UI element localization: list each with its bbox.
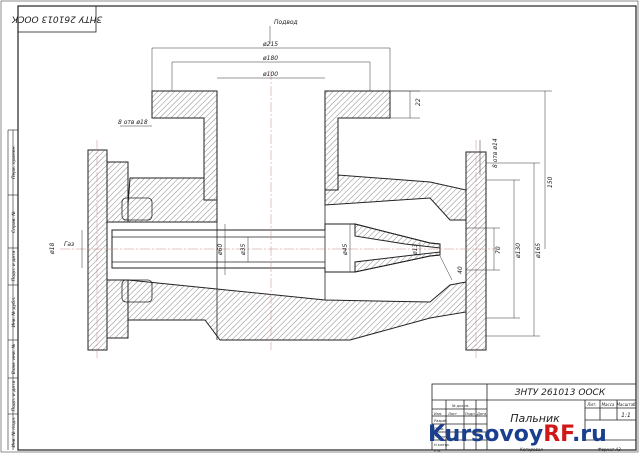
nozzle-cone-bottom <box>354 251 441 273</box>
row-label-1: Изм. <box>434 412 442 416</box>
copied-label: Копировал <box>520 447 543 452</box>
dimension-lines <box>81 26 552 337</box>
left-flange <box>87 149 108 351</box>
strip-label-1: Перв. примен. <box>11 145 17 179</box>
strip-label-4: Инв. № дубл. <box>11 297 17 328</box>
col-scale: Масштаб <box>616 402 636 407</box>
nozzle-cone-top <box>354 223 441 249</box>
dim-d165: ø165 <box>535 243 542 259</box>
dim-h22: 22 <box>415 98 422 106</box>
dim-v70: 70 <box>495 246 502 254</box>
col-mass: Масса <box>602 402 615 407</box>
dim-d13: ø13 <box>412 244 419 256</box>
watermark-part2: RF <box>543 422 572 447</box>
dim-holes-right: 8 отв ø14 <box>492 138 499 168</box>
title-name: Пальник <box>510 412 560 425</box>
dim-holes-left: 8 отв ø18 <box>118 119 148 126</box>
strip-label-5: Взам. инв. № <box>11 343 17 374</box>
gas-label: Газ <box>64 241 74 248</box>
staff-5: Утв. <box>434 449 441 453</box>
staff-3: Т.контр. <box>434 435 449 439</box>
col-lit: Лит. <box>586 402 596 407</box>
dim-d45: ø45 <box>342 244 349 256</box>
strip-label-7: Инв. № подл. <box>11 416 17 447</box>
upper-right-wall <box>324 174 467 221</box>
feed-label: Подвод <box>274 19 298 26</box>
format-label: Формат А3 <box>598 447 621 452</box>
strip-label-6: Подп. и дата <box>11 380 17 411</box>
dim-v40: 40 <box>457 266 464 274</box>
left-strip <box>7 129 18 450</box>
watermark-part1: Kursovoy <box>428 422 544 447</box>
staff-1: Разраб. <box>434 419 448 423</box>
staff-4: Н.контр. <box>434 443 450 447</box>
drawing-frame <box>17 5 637 451</box>
centerlines <box>60 70 500 360</box>
top-flange-right <box>324 90 391 191</box>
dim-d215: ø215 <box>262 41 278 48</box>
row-label-2: Лист <box>447 412 458 416</box>
title-block <box>431 383 637 451</box>
corner-stamp: ЗНТУ 261013 ООСК <box>11 14 102 24</box>
left-hub-bottom <box>106 279 129 339</box>
dim-d18: ø18 <box>49 243 56 255</box>
strip-label-3: Подп. и дата <box>11 250 17 281</box>
staff-2: Пров. <box>434 427 444 431</box>
burner-section <box>87 90 487 351</box>
scale-value: 1:1 <box>621 412 631 419</box>
dim-d180: ø180 <box>262 55 278 62</box>
corner-stamp-box <box>17 5 97 33</box>
left-hub-top <box>106 161 129 223</box>
strip-label-2: Справ. № <box>11 211 17 233</box>
lower-wall <box>127 279 467 341</box>
dim-d100: ø100 <box>262 71 278 78</box>
dim-d130: ø130 <box>515 243 522 259</box>
watermark-part3: .ru <box>571 422 607 447</box>
dim-v150: 150 <box>547 176 554 188</box>
title-doc-code: ЗНТУ 261013 ООСК <box>515 388 606 398</box>
bore-lines <box>112 91 326 340</box>
dim-d35: ø35 <box>240 244 247 256</box>
row-label-5: Дата <box>476 412 486 416</box>
row-label-3: № докум. <box>451 404 469 408</box>
watermark: KursovoyRF.ru <box>428 418 638 452</box>
row-label-4: Подп. <box>465 412 476 416</box>
upper-wall <box>127 177 218 223</box>
dim-d60: ø60 <box>217 244 224 256</box>
